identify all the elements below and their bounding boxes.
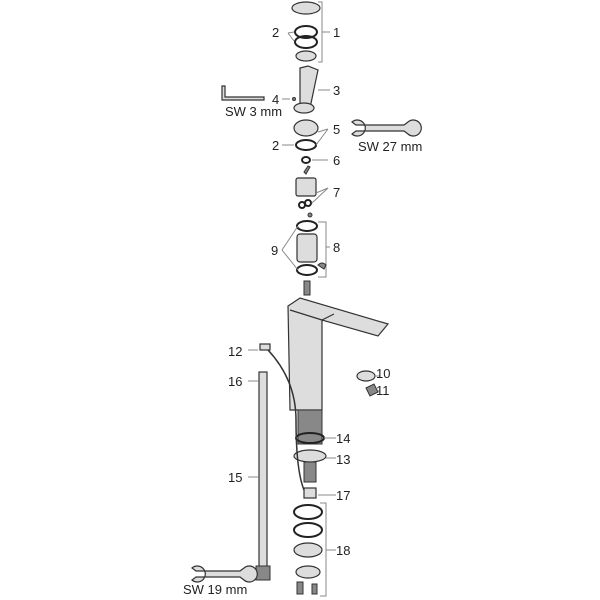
wrench-27-icon bbox=[351, 119, 422, 137]
label-5: 5 bbox=[333, 122, 340, 137]
part-5-cap bbox=[282, 119, 329, 151]
part-1-bracket bbox=[287, 1, 330, 63]
label-14: 14 bbox=[336, 431, 350, 446]
wrench-19-icon bbox=[191, 565, 258, 583]
label-3: 3 bbox=[333, 83, 340, 98]
label-13: 13 bbox=[336, 452, 350, 467]
part-11-key bbox=[365, 383, 379, 397]
label-8: 8 bbox=[333, 240, 340, 255]
label-1: 1 bbox=[333, 25, 340, 40]
part-12-hose bbox=[267, 349, 305, 491]
faucet-body bbox=[287, 297, 390, 499]
label-2: 2 bbox=[272, 25, 279, 40]
label-15: 15 bbox=[228, 470, 242, 485]
label-2b: 2 bbox=[272, 138, 279, 153]
part-18-washers bbox=[293, 502, 336, 597]
part-15-hose bbox=[258, 371, 268, 573]
label-sw27: SW 27 mm bbox=[358, 139, 422, 154]
label-7: 7 bbox=[333, 185, 340, 200]
label-9: 9 bbox=[271, 243, 278, 258]
label-16: 16 bbox=[228, 374, 242, 389]
label-18: 18 bbox=[336, 543, 350, 558]
part-10-aerator bbox=[356, 370, 376, 382]
label-10: 10 bbox=[376, 366, 390, 381]
label-12: 12 bbox=[228, 344, 242, 359]
part-6-ring bbox=[301, 156, 311, 164]
label-sw19: SW 19 mm bbox=[183, 582, 247, 597]
label-11: 11 bbox=[376, 383, 390, 398]
hex-key-icon bbox=[221, 85, 265, 101]
label-17: 17 bbox=[336, 488, 350, 503]
label-sw3: SW 3 mm bbox=[225, 104, 282, 119]
part-8-cartridge-body bbox=[281, 220, 330, 296]
label-6: 6 bbox=[333, 153, 340, 168]
part-3-lever bbox=[282, 65, 330, 114]
part-7-cartridge bbox=[295, 165, 329, 218]
label-4: 4 bbox=[272, 92, 279, 107]
